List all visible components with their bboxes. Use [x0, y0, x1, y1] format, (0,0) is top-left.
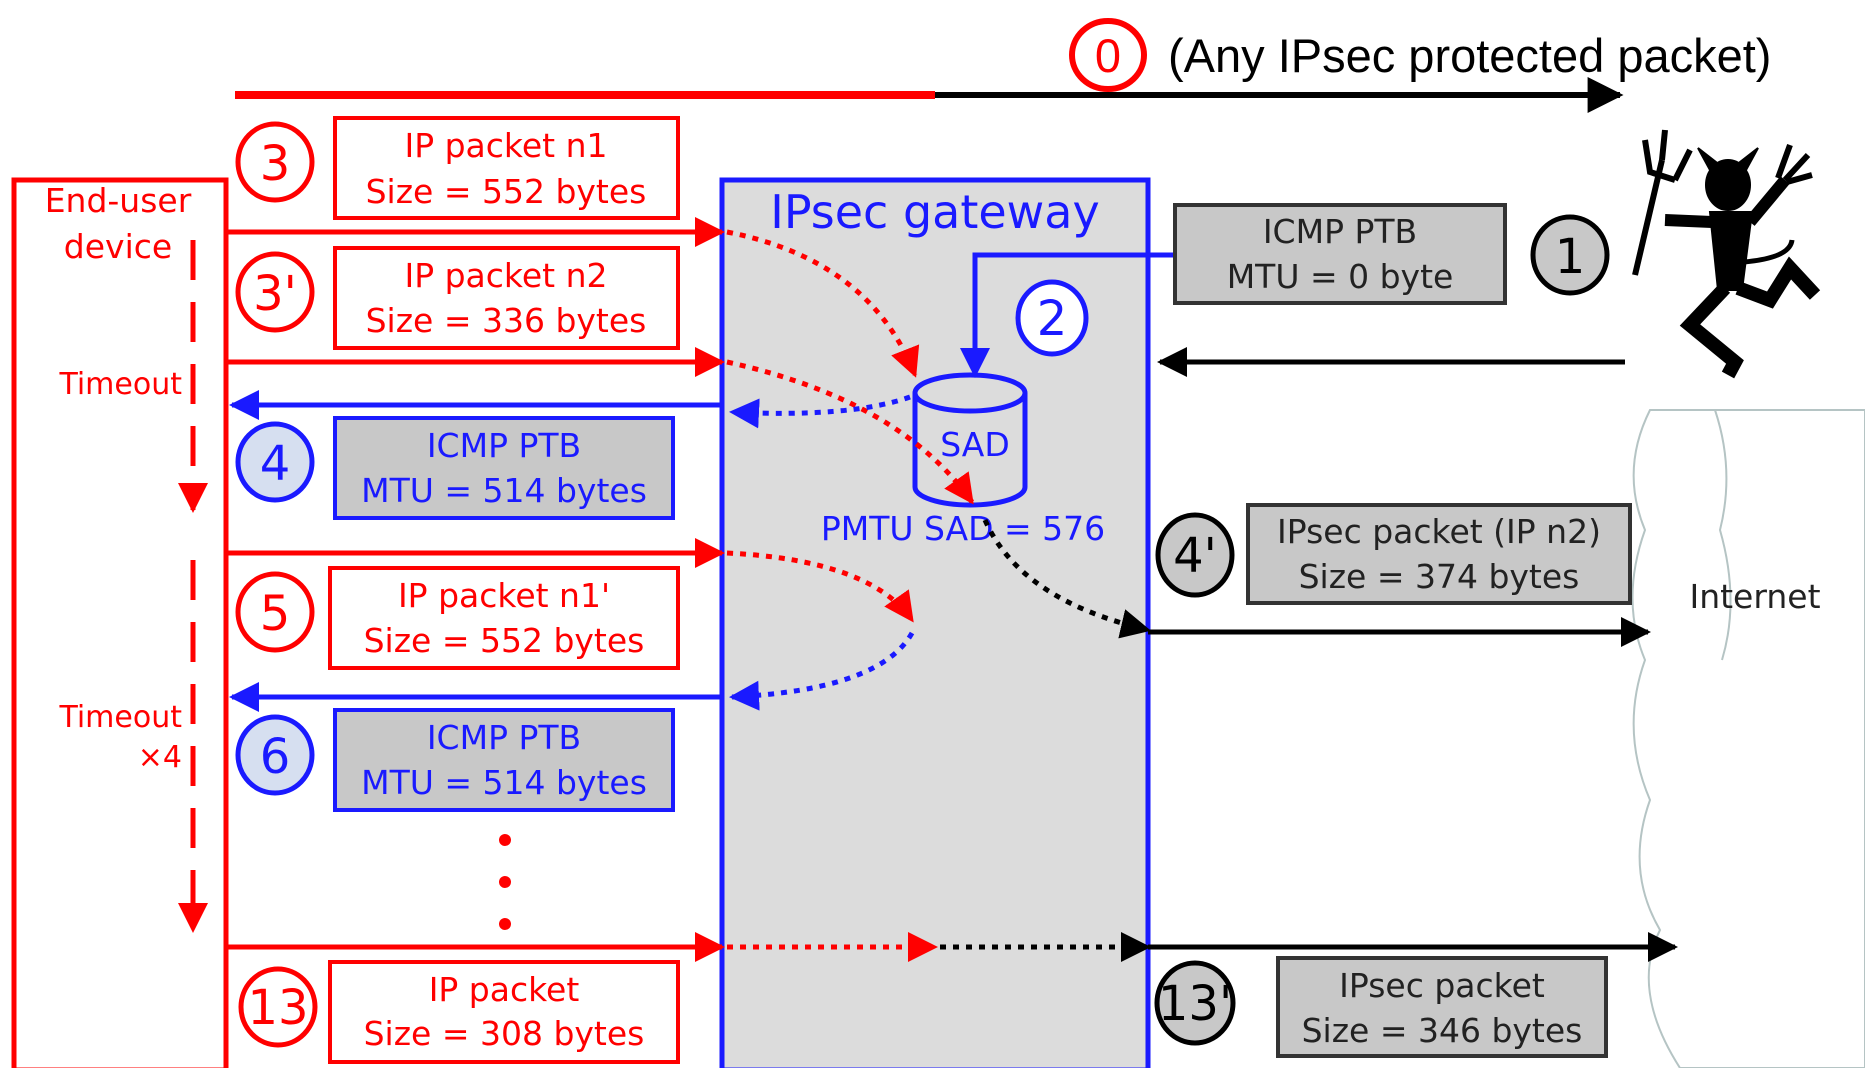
- step-4-line1: ICMP PTB: [427, 426, 581, 465]
- step-3-number: 3: [260, 136, 291, 192]
- step-2: 2: [1015, 279, 1089, 357]
- step-6-line1: ICMP PTB: [427, 718, 581, 757]
- step-3p-number: 3': [253, 266, 297, 322]
- timeout-label-1: Timeout: [58, 367, 182, 402]
- step-1-line2: MTU = 0 byte: [1227, 257, 1454, 296]
- step-4p-line1: IPsec packet (IP n2): [1277, 512, 1601, 551]
- step-1-number: 1: [1555, 229, 1586, 285]
- step-1: ICMP PTB MTU = 0 byte 1: [1173, 203, 1610, 305]
- continuation-dots: [499, 834, 511, 930]
- devil-icon: [1632, 129, 1821, 379]
- legend: 0 (Any IPsec protected packet): [235, 18, 1771, 113]
- step-4-number: 4: [260, 436, 291, 492]
- step-4p-line2: Size = 374 bytes: [1299, 557, 1580, 596]
- step-3p-line1: IP packet n2: [404, 256, 607, 295]
- database-icon: [912, 372, 1028, 508]
- step-6-number: 6: [260, 729, 291, 785]
- end-user-label-line2: device: [64, 227, 172, 266]
- legend-text: (Any IPsec protected packet): [1168, 29, 1771, 82]
- step-13-number: 13: [247, 980, 308, 1036]
- step-4: 4 ICMP PTB MTU = 514 bytes: [235, 416, 675, 520]
- end-user-label-line1: End-user: [45, 181, 192, 220]
- step-5: 5 IP packet n1' Size = 552 bytes: [235, 566, 680, 670]
- step-6: 6 ICMP PTB MTU = 514 bytes: [235, 708, 675, 812]
- legend-step-circle: [1069, 18, 1147, 92]
- step-13-prime: 13' IPsec packet Size = 346 bytes: [1154, 956, 1608, 1058]
- step-1-line1: ICMP PTB: [1263, 212, 1417, 251]
- step-13p-line2: Size = 346 bytes: [1302, 1011, 1583, 1050]
- step-4-prime: 4' IPsec packet (IP n2) Size = 374 bytes: [1155, 503, 1632, 605]
- step-3-prime: 3' IP packet n2 Size = 336 bytes: [235, 246, 680, 350]
- sad-label: SAD: [940, 425, 1010, 464]
- step-4-line2: MTU = 514 bytes: [361, 471, 647, 510]
- step-5-line1: IP packet n1': [398, 576, 610, 615]
- pmtu-label: PMTU SAD = 576: [821, 509, 1105, 548]
- step-13p-number: 13': [1158, 976, 1232, 1032]
- end-user-device: End-user device Timeout Timeout ×4: [11, 177, 229, 1068]
- step-5-number: 5: [260, 586, 291, 642]
- legend-step-number: 0: [1095, 29, 1121, 82]
- step-3p-line2: Size = 336 bytes: [366, 301, 647, 340]
- arrows-right: [960, 252, 1678, 962]
- step-13: 13 IP packet Size = 308 bytes: [238, 960, 680, 1064]
- step-13-line1: IP packet: [429, 970, 580, 1009]
- arrows-gateway: [726, 229, 1151, 962]
- gateway-title: IPsec gateway: [770, 185, 1099, 239]
- step-3: 3 IP packet n1 Size = 552 bytes: [235, 116, 680, 220]
- step-3-line1: IP packet n1: [404, 126, 607, 165]
- step-5-line2: Size = 552 bytes: [364, 621, 645, 660]
- step-6-line2: MTU = 514 bytes: [361, 763, 647, 802]
- step-13-line2: Size = 308 bytes: [364, 1014, 645, 1053]
- cloud-icon: [1631, 409, 1865, 1068]
- step-2-number: 2: [1037, 291, 1068, 347]
- timeout-label-2: Timeout: [58, 700, 182, 735]
- step-3-line2: Size = 552 bytes: [366, 172, 647, 211]
- step-4p-number: 4': [1173, 528, 1217, 584]
- arrows-left: [226, 217, 725, 962]
- step-13p-line1: IPsec packet: [1339, 966, 1545, 1005]
- internet-label: Internet: [1689, 577, 1820, 616]
- timeout-multiplier: ×4: [138, 740, 182, 775]
